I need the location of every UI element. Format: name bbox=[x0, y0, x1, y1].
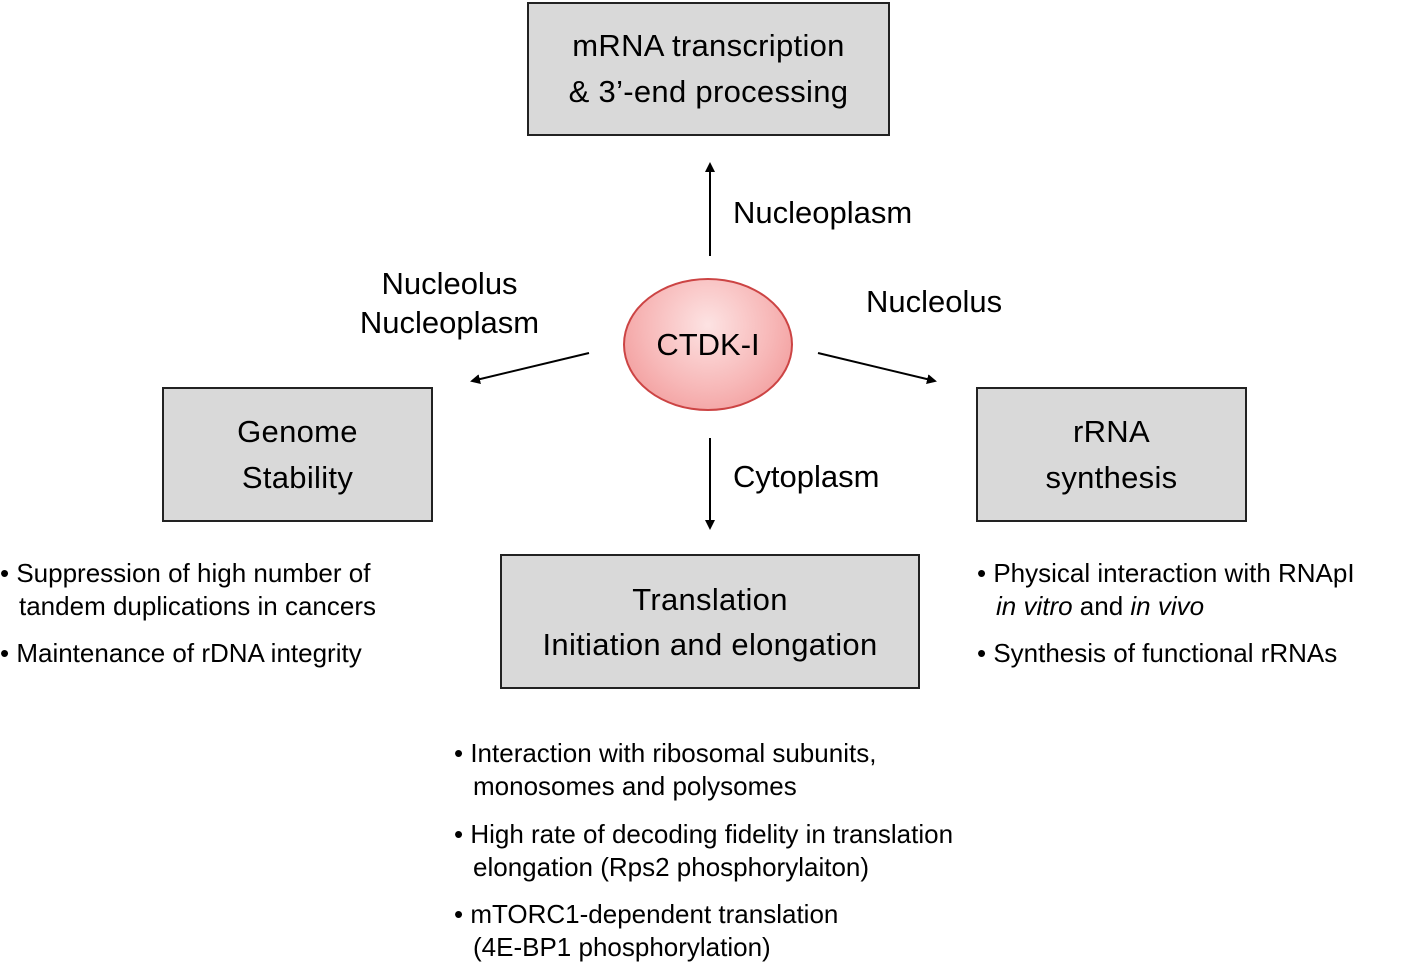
rrna-in-vivo: in vivo bbox=[1130, 591, 1205, 621]
arrow-left bbox=[470, 352, 590, 385]
translation-bullet-1-line2: monosomes and polysomes bbox=[473, 771, 797, 801]
rrna-in-vitro: in vitro bbox=[996, 591, 1073, 621]
rrna-bullet-1-line1: • Physical interaction with RNApI bbox=[977, 558, 1355, 588]
arrow-right bbox=[817, 352, 937, 385]
rrna-bullet-2-line1: • Synthesis of functional rRNAs bbox=[977, 638, 1338, 668]
rrna-and: and bbox=[1072, 591, 1131, 621]
ctdk-i-node: CTDK-I bbox=[623, 278, 793, 411]
mrna-box-line2: & 3’-end processing bbox=[568, 74, 849, 109]
label-nucleolus-right: Nucleolus bbox=[866, 284, 1003, 319]
translation-bullet-1: • Interaction with ribosomal subunits, m… bbox=[454, 737, 876, 803]
rrna-synthesis-box: rRNA synthesis bbox=[976, 387, 1247, 522]
translation-bullet-3-line1: • mTORC1-dependent translation bbox=[454, 899, 839, 929]
translation-bullet-2-line1: • High rate of decoding fidelity in tran… bbox=[454, 819, 954, 849]
rrna-bullet-1: • Physical interaction with RNApI in vit… bbox=[977, 557, 1355, 623]
translation-bullet-1-line1: • Interaction with ribosomal subunits, bbox=[454, 738, 877, 768]
label-nucleoplasm-up: Nucleoplasm bbox=[733, 195, 913, 230]
genome-bullet-2-line1: • Maintenance of rDNA integrity bbox=[0, 638, 362, 668]
genome-stability-box: Genome Stability bbox=[162, 387, 433, 522]
translation-bullet-2-line2: elongation (Rps2 phosphorylaiton) bbox=[473, 852, 870, 882]
translation-bullet-2: • High rate of decoding fidelity in tran… bbox=[454, 818, 953, 884]
translation-box-line2: Initiation and elongation bbox=[542, 626, 878, 662]
mrna-box-line1: mRNA transcription bbox=[572, 28, 845, 63]
label-left-line1: Nucleolus bbox=[381, 266, 518, 301]
rrna-box-line1: rRNA bbox=[1073, 413, 1150, 449]
translation-bullet-3-line2: (4E-BP1 phosphorylation) bbox=[473, 932, 771, 962]
translation-box: Translation Initiation and elongation bbox=[500, 554, 920, 689]
label-left-line2: Nucleoplasm bbox=[359, 305, 540, 340]
rrna-bullet-2: • Synthesis of functional rRNAs bbox=[977, 637, 1337, 670]
rrna-bullet-1-line2: in vitro and in vivo bbox=[977, 590, 1355, 623]
label-cytoplasm-down: Cytoplasm bbox=[733, 459, 880, 494]
genome-box-line1: Genome bbox=[237, 413, 358, 449]
genome-bullet-2: • Maintenance of rDNA integrity bbox=[0, 637, 362, 670]
mrna-transcription-box: mRNA transcription & 3’-end processing bbox=[527, 2, 890, 136]
genome-bullet-1-line1: • Suppression of high number of bbox=[0, 558, 371, 588]
translation-bullet-3: • mTORC1-dependent translation (4E-BP1 p… bbox=[454, 898, 838, 964]
genome-bullet-1-line2: tandem duplications in cancers bbox=[19, 591, 376, 621]
translation-box-line1: Translation bbox=[632, 581, 788, 617]
ctdk-i-label: CTDK-I bbox=[656, 326, 760, 362]
genome-box-line2: Stability bbox=[241, 459, 354, 495]
rrna-box-line2: synthesis bbox=[1045, 459, 1178, 495]
genome-bullet-1: • Suppression of high number of tandem d… bbox=[0, 557, 376, 623]
label-nucleolus-nucleoplasm-left: Nucleolus Nucleoplasm bbox=[349, 264, 550, 342]
